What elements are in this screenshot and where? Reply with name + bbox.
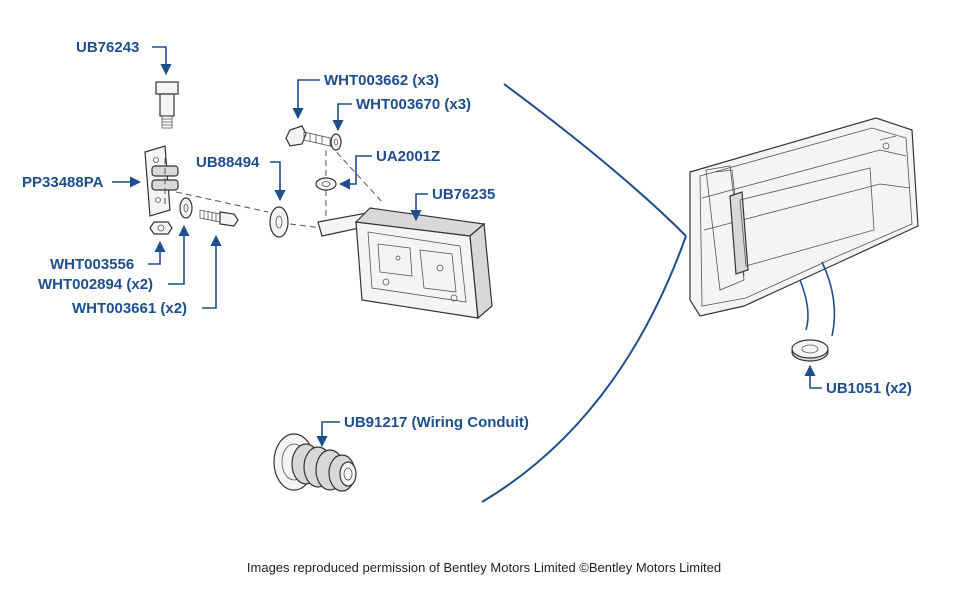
label-wht003662: WHT003662 (x3) <box>324 72 439 89</box>
washer-wht003670-drawing <box>330 133 342 151</box>
bolt-ub76243-drawing <box>155 81 179 129</box>
label-ub91217: UB91217 (Wiring Conduit) <box>344 414 529 431</box>
label-wht003661: WHT003661 (x2) <box>72 300 187 317</box>
door-callout-arcs <box>481 83 836 503</box>
door-drawing <box>689 117 919 317</box>
label-wht003670: WHT003670 (x3) <box>356 96 471 113</box>
hinge-bracket-pp33488pa-drawing <box>144 145 179 217</box>
label-ub76235: UB76235 <box>432 186 495 203</box>
hinge-plate-ub76235-drawing <box>317 207 493 320</box>
bolt-wht003662-drawing <box>285 125 331 147</box>
label-ua2001z: UA2001Z <box>376 148 440 165</box>
copyright-credit: Images reproduced permission of Bentley … <box>246 560 722 575</box>
leader-lines <box>112 46 822 448</box>
nut-wht003556-drawing <box>149 221 173 235</box>
washer-ua2001z-drawing <box>315 177 337 191</box>
label-ub76243: UB76243 <box>76 39 139 56</box>
label-ub88494: UB88494 <box>196 154 260 171</box>
label-wht003556: WHT003556 <box>50 256 134 273</box>
grommet-ub1051-drawing <box>791 339 829 362</box>
part-labels: UB76243 WHT003662 (x3) WHT003670 (x3) UA… <box>22 39 912 431</box>
washer-ub88494-drawing <box>269 206 289 238</box>
bolt-wht003661-drawing <box>199 209 239 227</box>
label-pp33488pa: PP33488PA <box>22 174 104 191</box>
label-ub1051: UB1051 (x2) <box>826 380 912 397</box>
wiring-conduit-ub91217-drawing <box>273 433 357 492</box>
washer-wht002894-drawing <box>179 197 193 219</box>
label-wht002894: WHT002894 (x2) <box>38 276 153 293</box>
